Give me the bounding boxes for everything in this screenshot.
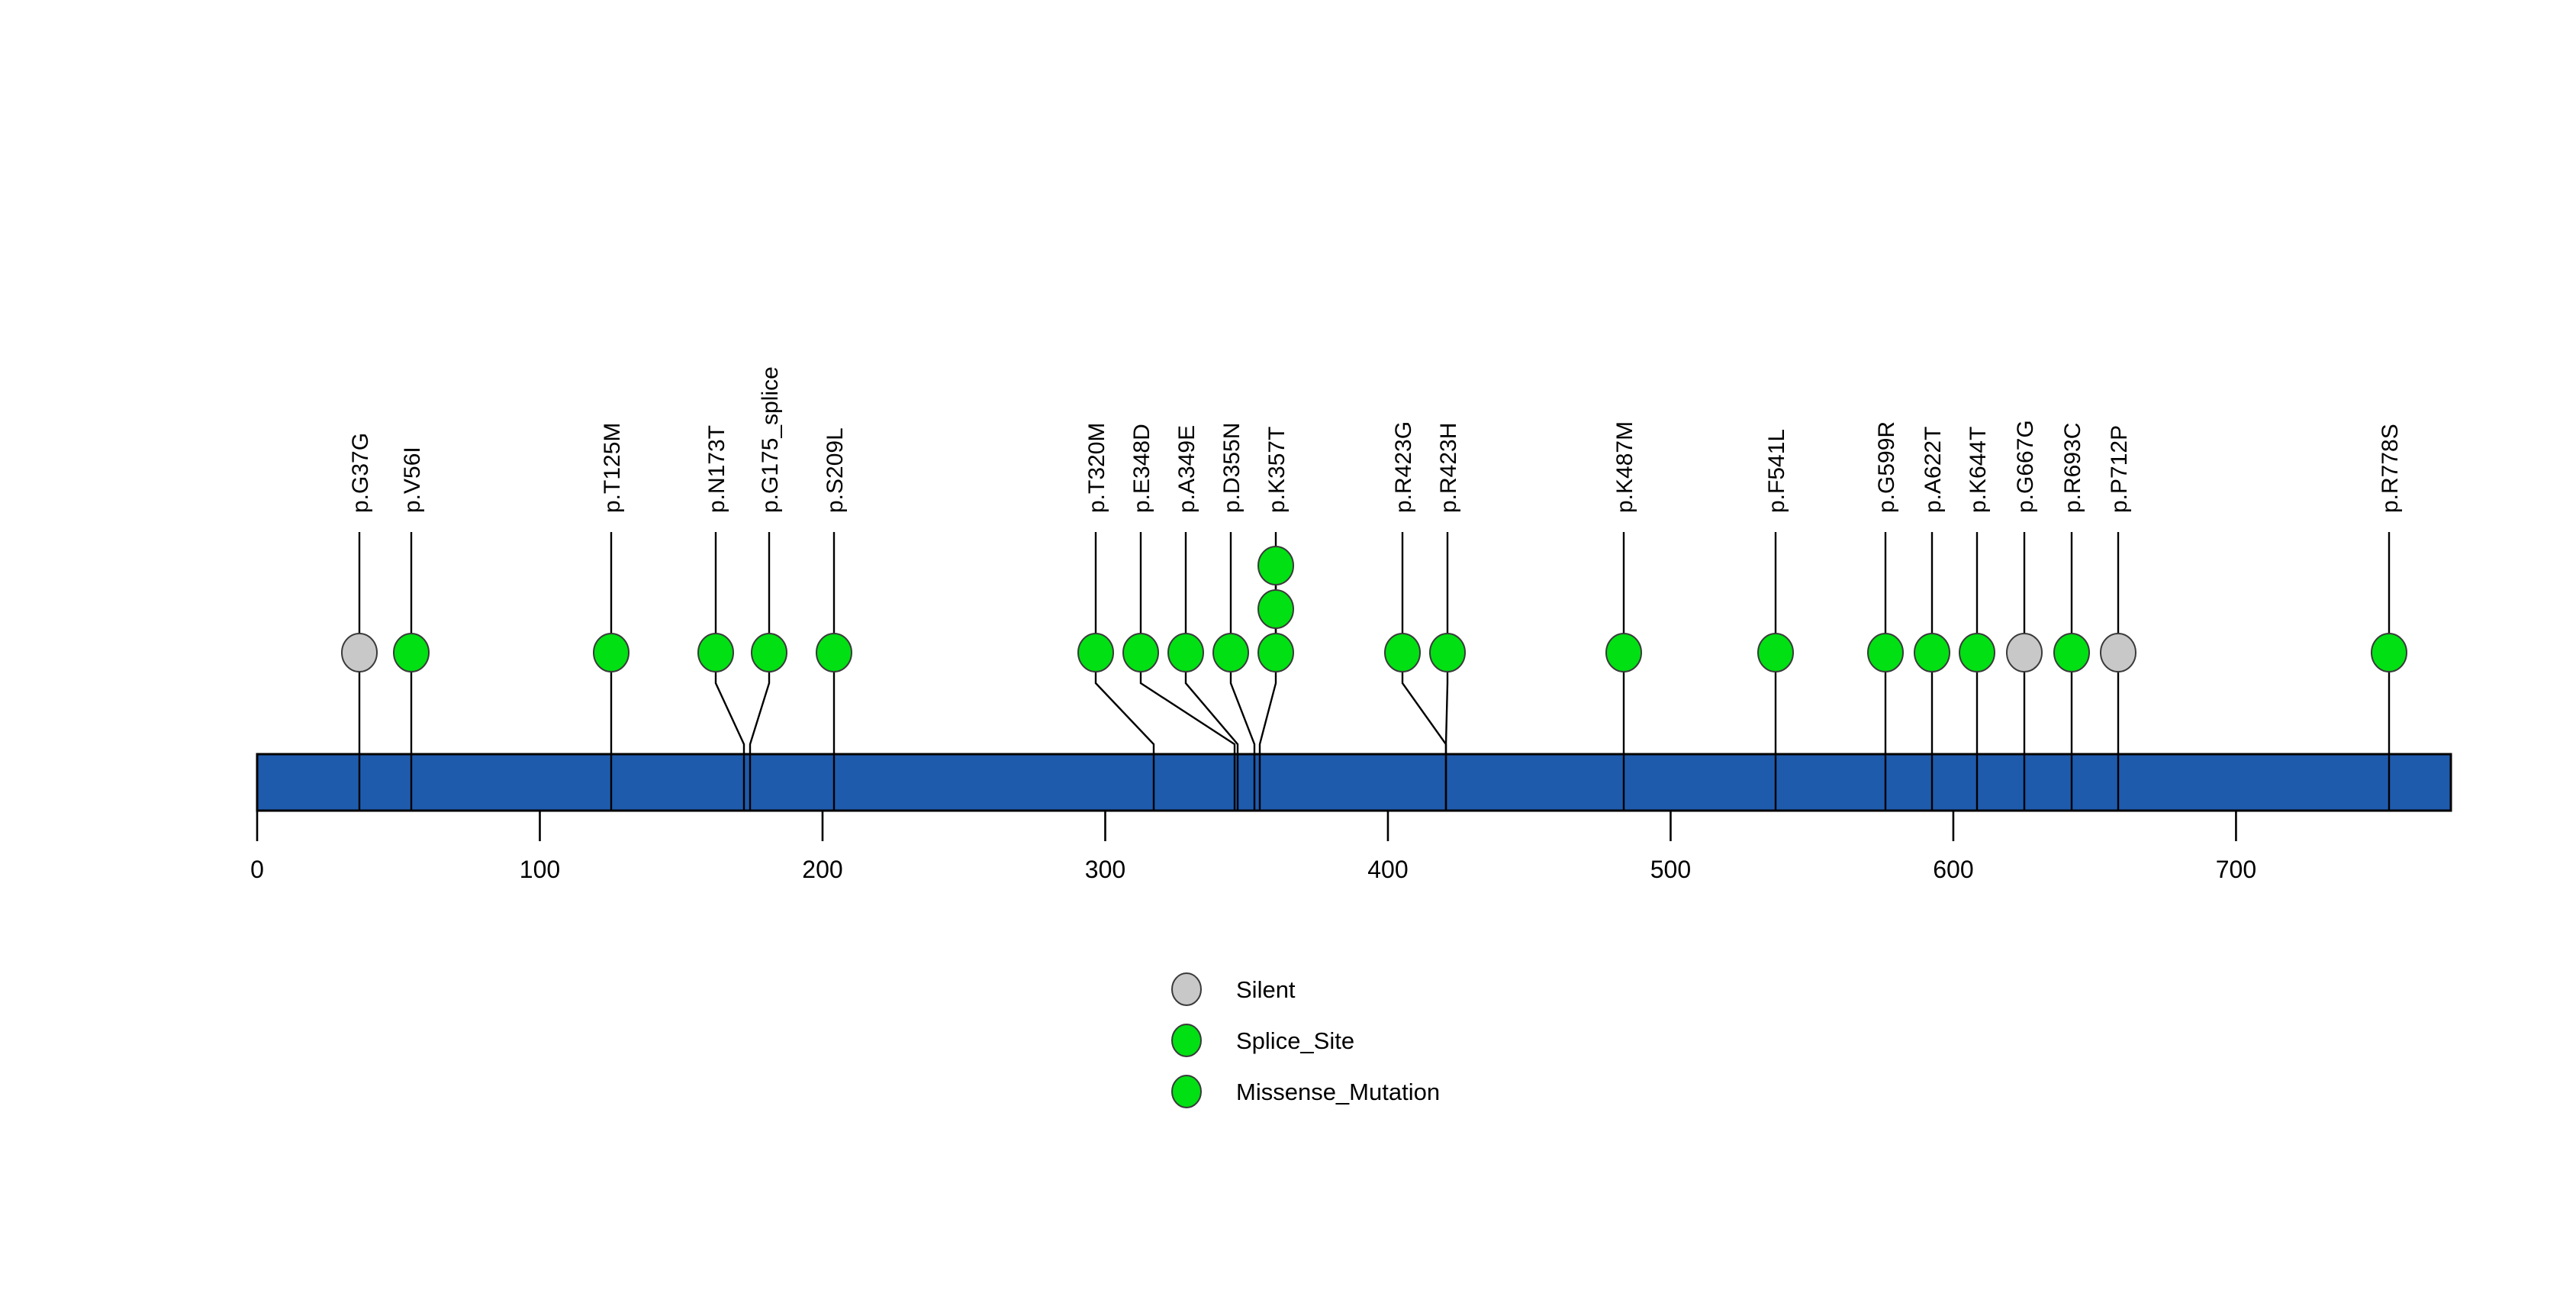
mutation-marker[interactable] [393, 633, 430, 672]
legend-swatch [1171, 972, 1202, 1006]
mutation-label: p.E348D [1129, 424, 1154, 513]
x-axis-tick-label: 700 [2216, 856, 2256, 883]
mutation-label: p.G175_splice [758, 366, 783, 513]
mutation-label: p.T125M [600, 423, 625, 513]
legend-label: Missense_Mutation [1236, 1079, 1440, 1105]
x-axis-tick-label: 100 [520, 856, 560, 883]
mutation-marker[interactable] [1959, 633, 1995, 672]
x-axis-group: 0 100 200 300 400 500 600 700 [250, 811, 2256, 883]
legend-label: Silent [1236, 976, 1296, 1003]
mutation-marker[interactable] [1384, 633, 1421, 672]
mutation-labels-group: p.G37G p.V56I p.T125M p.N173T p.G175_splice p… [348, 366, 2403, 513]
x-axis-tick-label: 0 [250, 856, 264, 883]
mutation-marker[interactable] [2371, 633, 2407, 672]
mutation-marker[interactable] [1867, 633, 1904, 672]
mutation-stem [1139, 532, 1236, 811]
mutation-marker[interactable] [1257, 633, 1294, 672]
mutation-label: p.G667G [2013, 420, 2038, 513]
mutation-label: p.T320M [1084, 423, 1109, 513]
mutation-label: p.G599R [1874, 421, 1899, 513]
mutation-label: p.A622T [1921, 427, 1946, 513]
x-axis-tick-label: 400 [1367, 856, 1408, 883]
mutation-marker[interactable] [341, 633, 378, 672]
legend-swatch [1171, 1024, 1202, 1057]
mutation-stem [714, 532, 745, 811]
mutation-marker[interactable] [1757, 633, 1794, 672]
mutation-marker[interactable] [1122, 633, 1159, 672]
legend-label: Splice_Site [1236, 1027, 1354, 1054]
mutation-marker[interactable] [593, 633, 630, 672]
mutation-marker[interactable] [1212, 633, 1249, 672]
mutation-stem [1094, 532, 1155, 811]
mutation-marker[interactable] [1257, 589, 1294, 629]
mutation-label: p.V56I [400, 447, 425, 513]
x-axis-tick-label: 200 [802, 856, 842, 883]
mutation-marker[interactable] [1077, 633, 1114, 672]
mutation-stem [1229, 532, 1256, 811]
mutation-marker[interactable] [2053, 633, 2090, 672]
mutation-marker[interactable] [1605, 633, 1642, 672]
mutation-marker[interactable] [2006, 633, 2043, 672]
mutation-label: p.N173T [704, 425, 729, 513]
mutation-markers-group [341, 546, 2407, 672]
x-axis-tick-label: 300 [1085, 856, 1125, 883]
mutation-stem [1184, 532, 1239, 811]
mutation-marker[interactable] [1167, 633, 1204, 672]
mutation-label: p.K487M [1612, 421, 1637, 513]
mutation-label: p.P712P [2107, 425, 2132, 513]
x-axis-tick-label: 500 [1650, 856, 1691, 883]
mutation-marker[interactable] [751, 633, 787, 672]
mutation-label: p.K644T [1966, 427, 1991, 513]
mutation-label: p.R423H [1436, 423, 1461, 513]
legend-swatch [1171, 1075, 1202, 1108]
mutation-label: p.A349E [1174, 425, 1199, 513]
mutation-marker[interactable] [816, 633, 852, 672]
mutation-label: p.K357T [1264, 427, 1290, 513]
mutation-label: p.R693C [2060, 423, 2085, 513]
mutation-label: p.F541L [1764, 429, 1789, 513]
mutation-label: p.R423G [1391, 421, 1416, 513]
mutation-stem [749, 532, 771, 811]
mutation-stem [1444, 532, 1449, 811]
mutation-marker[interactable] [1429, 633, 1466, 672]
mutation-marker[interactable] [1914, 633, 1950, 672]
mutation-label: p.R778S [2378, 424, 2403, 513]
protein-domain-bar-group [256, 753, 2452, 812]
mutation-marker[interactable] [1257, 546, 1294, 585]
mutation-label: p.S209L [823, 427, 848, 513]
mutation-label: p.D355N [1219, 423, 1245, 513]
mutation-marker[interactable] [2100, 633, 2136, 672]
mutation-label: p.G37G [348, 433, 373, 513]
protein-domain-bar [256, 753, 2452, 812]
x-axis-tick-label: 600 [1933, 856, 1973, 883]
mutation-marker[interactable] [697, 633, 734, 672]
